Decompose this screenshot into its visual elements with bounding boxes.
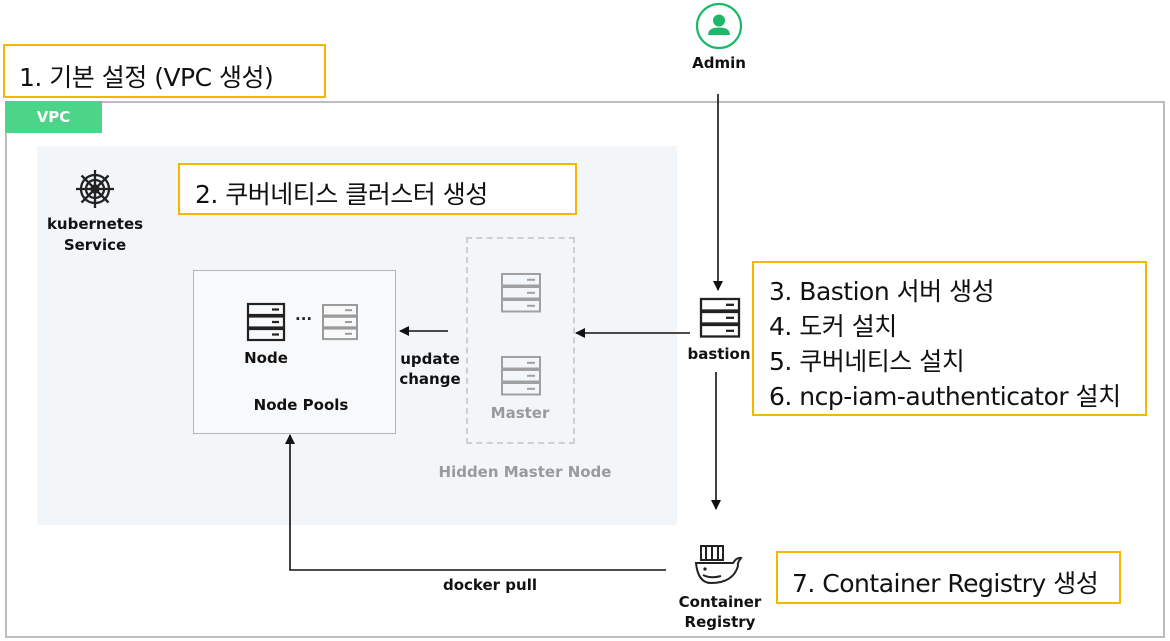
update-change-label: update change <box>392 349 468 389</box>
node-pools-label: Node Pools <box>253 396 349 414</box>
step6-text: 6. ncp-iam-authenticator 설치 <box>769 382 1121 411</box>
steps-3-6-box: 3. Bastion 서버 생성 4. 도커 설치 5. 쿠버네티스 설치 6.… <box>752 261 1147 416</box>
vpc-frame <box>5 101 1165 638</box>
kubernetes-label-line2: Service <box>63 236 127 254</box>
master-server-icon-top <box>501 273 541 313</box>
hidden-master-node-label: Hidden Master Node <box>438 463 612 481</box>
step2-text: 2. 쿠버네티스 클러스터 생성 <box>195 180 488 209</box>
step7-box: 7. Container Registry 생성 <box>776 551 1121 604</box>
node-server-icon <box>246 302 286 342</box>
helm-wheel-icon <box>76 170 114 208</box>
kubernetes-label-line1: kubernetes <box>46 215 144 233</box>
admin-label: Admin <box>692 54 746 72</box>
step7-text: 7. Container Registry 생성 <box>792 569 1099 598</box>
vpc-label: VPC <box>36 108 71 126</box>
registry-label-line1: Container <box>678 593 762 611</box>
node-server-icon-secondary <box>322 304 358 341</box>
bastion-server-icon <box>699 297 741 338</box>
step2-box: 2. 쿠버네티스 클러스터 생성 <box>178 163 577 215</box>
bastion-label: bastion <box>687 345 751 363</box>
hidden-master-box <box>466 237 575 444</box>
user-icon <box>695 2 743 50</box>
docker-pull-label: docker pull <box>443 576 537 594</box>
step1-text: 1. 기본 설정 (VPC 생성) <box>19 63 274 92</box>
container-registry-label: Container Registry <box>660 592 780 632</box>
step5-text: 5. 쿠버네티스 설치 <box>769 347 965 376</box>
docker-whale-icon <box>694 545 743 585</box>
step1-box: 1. 기본 설정 (VPC 생성) <box>3 44 326 98</box>
docker-pull-arrow <box>285 434 666 571</box>
node-ellipsis: ... <box>295 306 313 324</box>
master-server-icon <box>501 356 541 396</box>
step4-text: 4. 도커 설치 <box>769 312 897 341</box>
node-pools-box <box>193 270 396 434</box>
kubernetes-service-label: kubernetes Service <box>30 214 160 256</box>
update-label: update <box>400 350 460 368</box>
registry-label-line2: Registry <box>684 613 756 631</box>
node-label: Node <box>244 349 288 367</box>
vpc-tag: VPC <box>5 101 102 133</box>
step3-text: 3. Bastion 서버 생성 <box>769 277 995 306</box>
master-label: Master <box>490 404 550 422</box>
change-label: change <box>399 370 461 388</box>
